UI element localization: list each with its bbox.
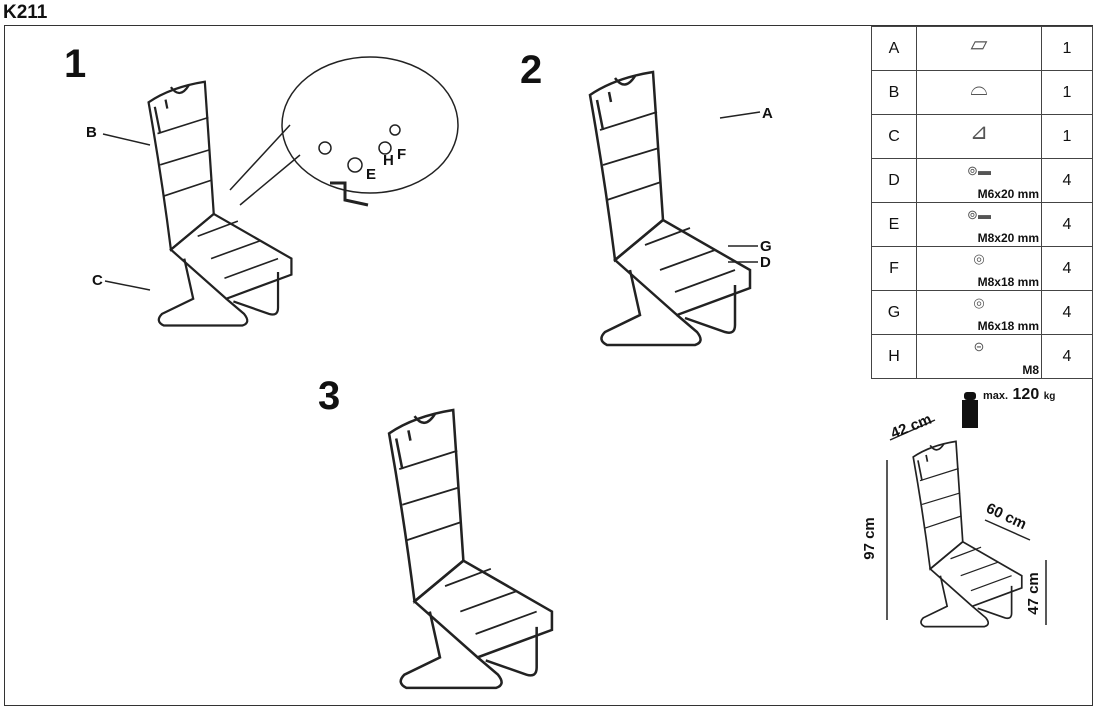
spring-washer-icon: ⊝	[973, 339, 985, 354]
part-picture: ⌓	[916, 70, 1042, 115]
label-g: G	[760, 238, 772, 255]
leader-lines	[102, 111, 1047, 625]
part-quantity: 1	[1041, 26, 1093, 71]
part-quantity: 4	[1041, 158, 1093, 203]
model-title: K211	[3, 2, 48, 23]
step-2-number: 2	[520, 48, 543, 92]
part-picture: ⊝ M8	[916, 334, 1042, 379]
part-picture: ◎ M8x18 mm	[916, 246, 1042, 291]
part-row: E ⊚▬ M8x20 mm 4	[871, 202, 1093, 247]
washer-icon: ◎	[973, 251, 985, 266]
part-quantity: 4	[1041, 202, 1093, 247]
part-quantity: 1	[1041, 114, 1093, 159]
backrest-icon: ⌓	[970, 75, 988, 100]
part-quantity: 4	[1041, 246, 1093, 291]
dim-seat-height: 47 cm	[1024, 572, 1042, 615]
part-letter: A	[871, 26, 917, 71]
part-row: B ⌓ 1	[871, 70, 1093, 115]
part-row: C ⊿ 1	[871, 114, 1093, 159]
part-quantity: 1	[1041, 70, 1093, 115]
part-picture: ⊚▬ M8x20 mm	[916, 202, 1042, 247]
part-quantity: 4	[1041, 290, 1093, 335]
max-load: max. 120 kg	[983, 386, 1055, 404]
step-1-number: 1	[64, 42, 87, 86]
part-letter: D	[871, 158, 917, 203]
label-h: H	[383, 152, 394, 169]
part-picture: ◎ M6x18 mm	[916, 290, 1042, 335]
seat-icon: ▱	[970, 31, 988, 56]
page-frame	[4, 25, 1093, 706]
label-c: C	[92, 272, 103, 289]
part-size: M8	[1022, 363, 1039, 377]
part-size: M8x18 mm	[977, 275, 1039, 289]
part-quantity: 4	[1041, 334, 1093, 379]
part-letter: C	[871, 114, 917, 159]
part-row: H ⊝ M8 4	[871, 334, 1093, 379]
part-size: M6x20 mm	[977, 187, 1039, 201]
part-letter: F	[871, 246, 917, 291]
bolt-icon: ⊚▬	[967, 207, 991, 222]
max-load-value: 120	[1012, 386, 1040, 403]
part-row: D ⊚▬ M6x20 mm 4	[871, 158, 1093, 203]
washer-icon: ◎	[973, 295, 985, 310]
weight-icon	[962, 400, 978, 428]
part-row: A ▱ 1	[871, 26, 1093, 71]
detail-callout	[229, 56, 459, 207]
part-row: F ◎ M8x18 mm 4	[871, 246, 1093, 291]
step-3-number: 3	[318, 374, 341, 418]
part-picture: ⊿	[916, 114, 1042, 159]
label-f: F	[397, 146, 407, 163]
part-row: G ◎ M6x18 mm 4	[871, 290, 1093, 335]
part-letter: E	[871, 202, 917, 247]
frame-icon: ⊿	[969, 119, 989, 144]
label-d: D	[760, 254, 771, 271]
bolt-icon: ⊚▬	[967, 163, 991, 178]
label-a: A	[762, 105, 773, 122]
part-picture: ⊚▬ M6x20 mm	[916, 158, 1042, 203]
max-load-prefix: max.	[983, 390, 1009, 402]
dim-height: 97 cm	[860, 517, 878, 560]
label-b: B	[86, 124, 97, 141]
part-size: M6x18 mm	[977, 319, 1039, 333]
part-letter: G	[871, 290, 917, 335]
part-size: M8x20 mm	[977, 231, 1039, 245]
part-picture: ▱	[916, 26, 1042, 71]
part-letter: H	[871, 334, 917, 379]
part-letter: B	[871, 70, 917, 115]
max-load-unit: kg	[1043, 391, 1056, 402]
label-e: E	[366, 166, 377, 183]
